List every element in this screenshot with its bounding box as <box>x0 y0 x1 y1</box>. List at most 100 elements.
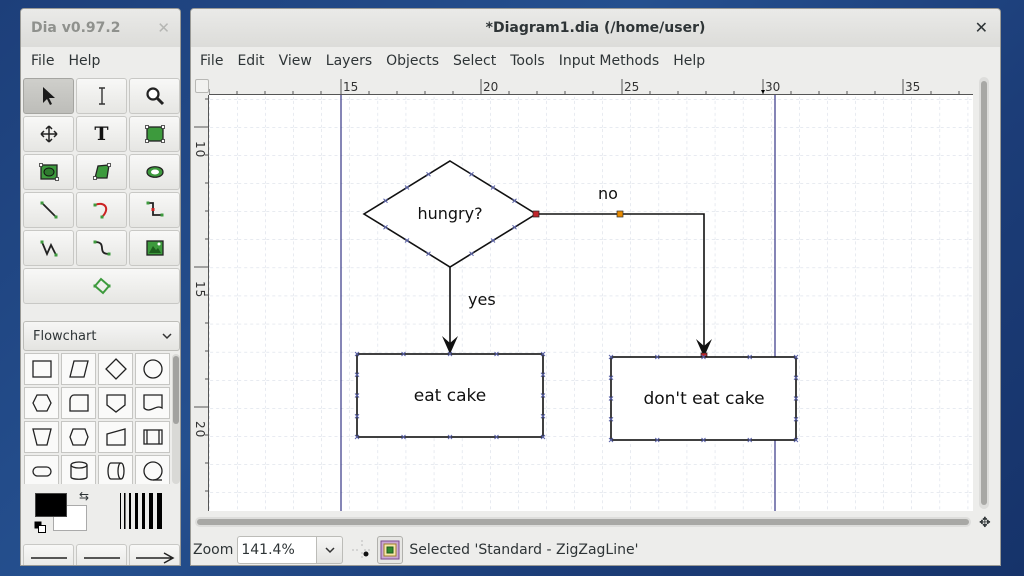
box-shape-button[interactable] <box>24 353 59 385</box>
menu-layers[interactable]: Layers <box>325 53 373 69</box>
toolbox-titlebar[interactable]: Dia v0.97.2 ✕ <box>21 9 180 47</box>
dont-eat-cake-box[interactable]: don't eat cake <box>610 356 797 441</box>
sequential-storage-shape-button[interactable] <box>135 455 170 484</box>
menu-select[interactable]: Select <box>453 53 497 69</box>
connection-point <box>747 437 753 443</box>
ruler-corner-button[interactable] <box>195 79 209 93</box>
sheet-selector[interactable]: Flowchart <box>23 321 180 351</box>
bezierline-tool-button[interactable] <box>76 230 127 266</box>
manual-input-shape-button[interactable] <box>61 387 96 419</box>
polygon-tool-button[interactable] <box>76 154 127 190</box>
connection-points <box>354 171 799 443</box>
toolbox-close-icon[interactable]: ✕ <box>157 19 170 37</box>
shape-palette <box>23 352 171 484</box>
dont-eat-cake-label: don't eat cake <box>643 389 764 409</box>
terminal-shape-icon <box>31 466 52 477</box>
magnify-tool-button[interactable] <box>129 78 180 114</box>
direct-access-storage-shape-button[interactable] <box>98 455 133 484</box>
scroll-tool-icon <box>39 125 58 143</box>
predefined-process-shape-button[interactable] <box>135 421 170 453</box>
outline-tool-button[interactable] <box>23 268 180 304</box>
terminal-shape-button[interactable] <box>24 455 59 484</box>
menu-objects[interactable]: Objects <box>386 53 440 69</box>
background-color-swatch[interactable] <box>53 505 87 531</box>
toolbox-menubar: File Help <box>21 47 180 75</box>
beziergon-tool-button[interactable] <box>129 154 180 190</box>
menu-help[interactable]: Help <box>68 53 101 69</box>
connection-point <box>354 372 360 378</box>
diamond-shape-icon <box>104 358 127 380</box>
snap-to-objects-button[interactable] <box>377 536 404 564</box>
connection-point <box>426 251 431 257</box>
connection-point <box>469 171 474 177</box>
menu-help[interactable]: Help <box>673 53 706 69</box>
pointer-tool-button[interactable] <box>23 78 74 114</box>
manual-operation-shape-button[interactable] <box>24 421 59 453</box>
polygon-tool-icon <box>92 163 111 180</box>
text-edit-tool-button[interactable] <box>76 78 127 114</box>
document-shape-button[interactable] <box>135 387 170 419</box>
selection-handle[interactable] <box>532 210 540 218</box>
diagram-titlebar[interactable]: *Diagram1.dia (/home/user) ✕ <box>191 9 1000 47</box>
horizontal-ruler[interactable]: 15 20 25 30 35 <box>209 75 973 95</box>
offpage-shape-icon <box>105 394 126 413</box>
line-style-button[interactable] <box>76 544 127 565</box>
menu-file[interactable]: File <box>200 53 224 69</box>
ellipse-tool-button[interactable] <box>23 154 74 190</box>
menu-tools[interactable]: Tools <box>510 53 545 69</box>
navigation-icon[interactable]: ✥ <box>979 515 991 531</box>
horizontal-scrollbar[interactable] <box>195 517 971 527</box>
shape-palette-scrollbar[interactable] <box>172 354 180 484</box>
arc-tool-button[interactable] <box>76 192 127 228</box>
diamond-shape-button[interactable] <box>98 353 133 385</box>
yes-connector[interactable] <box>442 267 458 354</box>
vertical-ruler[interactable]: 10 15 20 <box>191 95 209 511</box>
ruler-label-35: 35 <box>905 80 920 94</box>
diagram-canvas[interactable]: hungry? yes no <box>209 95 973 511</box>
reset-colors-icon[interactable] <box>34 521 46 533</box>
scrollbar-thumb[interactable] <box>173 356 179 424</box>
connection-point <box>401 434 406 440</box>
scrollbar-thumb[interactable] <box>197 519 969 525</box>
polyline-tool-button[interactable] <box>23 230 74 266</box>
hexagon-shape-icon <box>68 428 89 446</box>
line-tool-button[interactable] <box>23 192 74 228</box>
foreground-color-swatch[interactable] <box>35 493 67 517</box>
diagram-drawing[interactable]: hungry? yes no <box>209 95 973 511</box>
hexagon-shape-button[interactable] <box>61 421 96 453</box>
connection-point <box>354 434 360 440</box>
eat-cake-box[interactable]: eat cake <box>356 353 544 438</box>
menu-file[interactable]: File <box>31 53 55 69</box>
zoom-input[interactable] <box>237 536 318 564</box>
menu-edit[interactable]: Edit <box>237 53 265 69</box>
zigzagline-tool-button[interactable] <box>129 192 180 228</box>
card-shape-button[interactable] <box>98 421 133 453</box>
connection-point <box>469 251 474 257</box>
start-arrow-button[interactable] <box>23 544 74 565</box>
parallelogram-shape-button[interactable] <box>61 353 96 385</box>
scroll-tool-button[interactable] <box>23 116 74 152</box>
circle-shape-button[interactable] <box>135 353 170 385</box>
midpoint-handle[interactable] <box>616 210 624 218</box>
scrollbar-thumb[interactable] <box>981 81 987 505</box>
preparation-shape-button[interactable] <box>24 387 59 419</box>
end-arrow-button[interactable] <box>129 544 180 565</box>
vertical-scrollbar[interactable] <box>979 77 989 509</box>
connection-point <box>447 434 453 440</box>
diagram-close-icon[interactable]: ✕ <box>974 18 988 37</box>
box-tool-button[interactable] <box>129 116 180 152</box>
swap-colors-icon[interactable]: ⇆ <box>79 489 90 503</box>
chevron-down-icon <box>162 333 172 340</box>
snap-to-grid-button[interactable] <box>349 536 375 564</box>
image-tool-button[interactable] <box>129 230 180 266</box>
menu-view[interactable]: View <box>278 53 312 69</box>
line-width-selector[interactable] <box>119 491 163 531</box>
magnetic-disk-shape-button[interactable] <box>61 455 96 484</box>
menu-input-methods[interactable]: Input Methods <box>558 53 660 69</box>
text-tool-button[interactable]: T <box>76 116 127 152</box>
manual-operation-shape-icon <box>31 428 52 446</box>
connection-point <box>540 434 546 440</box>
connection-point <box>540 351 546 357</box>
offpage-shape-button[interactable] <box>98 387 133 419</box>
zoom-dropdown-button[interactable] <box>317 536 344 564</box>
